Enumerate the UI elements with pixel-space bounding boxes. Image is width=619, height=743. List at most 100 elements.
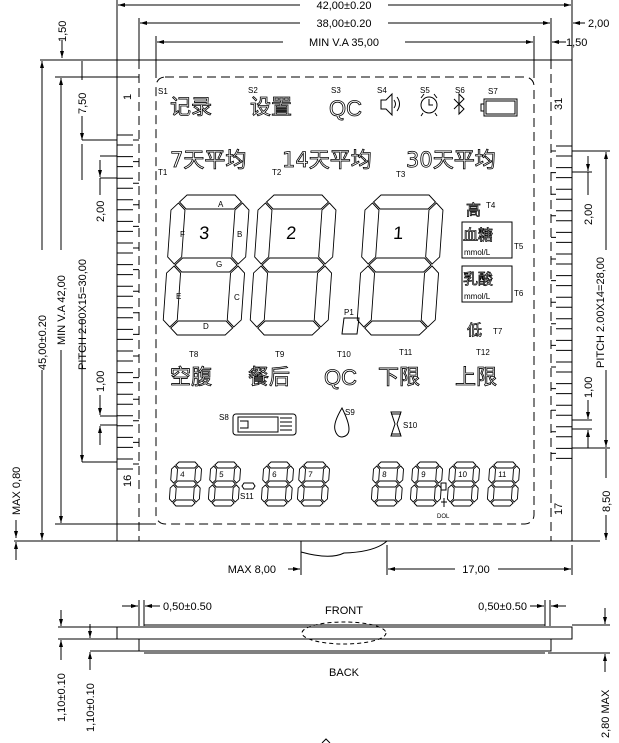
pin-pads bbox=[116, 134, 573, 470]
segment-g bbox=[301, 480, 326, 488]
pin-pad bbox=[116, 156, 139, 168]
s10-label: S10 bbox=[403, 421, 418, 430]
segment-g bbox=[375, 480, 400, 488]
row3-labels: T8 空腹 T9 餐后 T10 QC T11 下限 T12 上限 bbox=[170, 348, 498, 390]
digit-label: 3 bbox=[199, 223, 210, 243]
segment-c bbox=[394, 484, 403, 503]
segment-b bbox=[396, 465, 404, 484]
segment-g bbox=[414, 480, 439, 488]
digit-label: 4 bbox=[180, 470, 186, 479]
segment-d bbox=[300, 499, 324, 507]
digit-label: 11 bbox=[498, 470, 507, 479]
pin-pad bbox=[116, 350, 139, 362]
segment-c bbox=[470, 484, 479, 503]
segment-b bbox=[425, 202, 444, 265]
segment-f bbox=[488, 465, 496, 484]
digit-label: 5 bbox=[219, 470, 225, 479]
segment-f bbox=[262, 465, 270, 484]
pin-pad bbox=[116, 134, 139, 146]
digit-label: 1 bbox=[393, 223, 404, 243]
segment-d bbox=[257, 320, 321, 336]
segment-g bbox=[368, 257, 432, 273]
pin-pad bbox=[551, 275, 573, 287]
segment-g bbox=[451, 480, 476, 488]
segment-d bbox=[364, 320, 428, 336]
back-label: BACK bbox=[329, 667, 360, 679]
segment-d bbox=[450, 499, 474, 507]
pin-pad bbox=[116, 242, 139, 254]
segment-b bbox=[512, 465, 520, 484]
pin-17-label: 17 bbox=[553, 503, 565, 515]
digit-label: 10 bbox=[458, 470, 468, 479]
pin-pad bbox=[116, 285, 139, 297]
small-digit-10: 10 bbox=[446, 461, 480, 507]
segment-a bbox=[416, 461, 440, 469]
pin-pad bbox=[551, 210, 573, 222]
big-digit-1: 1 bbox=[356, 194, 444, 336]
t1-label: T1 bbox=[158, 168, 168, 177]
pin-pad bbox=[551, 339, 573, 351]
right-view-offset-dim: 1,50 bbox=[566, 37, 587, 49]
segment-a bbox=[267, 461, 291, 469]
row2-averages: T1 7天平均 T2 14天平均 T3 30天平均 bbox=[158, 148, 496, 179]
segment-c bbox=[433, 484, 442, 503]
caret-mark bbox=[321, 738, 331, 743]
top-view-offset-dim: 7,50 bbox=[77, 93, 89, 114]
s1-label: S1 bbox=[158, 87, 168, 96]
segment-g bbox=[174, 257, 238, 273]
row4-icons: S8 S9 S10 bbox=[219, 406, 418, 438]
segment-a bbox=[493, 461, 517, 469]
view-height-dim: MIN V.A 42,00 bbox=[56, 275, 68, 345]
pin-pad bbox=[116, 458, 139, 470]
segment-d bbox=[490, 499, 514, 507]
left-pad-pitch-dim: 2,00 bbox=[95, 201, 107, 222]
bluetooth-icon bbox=[453, 92, 465, 116]
segment-g-label: G bbox=[216, 260, 222, 269]
digit-label: 7 bbox=[308, 470, 314, 479]
top-offset-dim: 1,50 bbox=[57, 21, 69, 42]
bottom-glass bbox=[138, 638, 552, 652]
segment-g bbox=[265, 480, 290, 488]
view-area bbox=[155, 76, 535, 525]
left-pad-width-dim: 1,00 bbox=[95, 371, 107, 392]
bottom-dimensions: MAX 8,00 17,00 bbox=[228, 545, 573, 576]
segment-a bbox=[175, 461, 199, 469]
small-digit-8: 8 bbox=[370, 461, 404, 507]
segment-e bbox=[446, 484, 455, 503]
segment-c bbox=[320, 484, 329, 503]
avg-7-day-label: 7天平均 bbox=[170, 148, 246, 172]
right-column-indicators: 高 T4 血糖 mmol/L T5 乳酸 mmol/L T6 低 T7 bbox=[461, 201, 524, 339]
glass-thickness-1-dim: 1,10±0.10 bbox=[56, 673, 68, 722]
segment-a bbox=[453, 461, 477, 469]
t8-label: T8 bbox=[189, 350, 199, 359]
pin-1-label: 1 bbox=[122, 94, 134, 100]
segment-d bbox=[172, 499, 196, 507]
t3-label: T3 bbox=[396, 170, 406, 179]
t4-label: T4 bbox=[486, 201, 496, 210]
overall-height-dim: 45,00±0.20 bbox=[37, 315, 49, 370]
pin-pad bbox=[116, 307, 139, 319]
t5-label: T5 bbox=[514, 242, 524, 251]
flex-tail bbox=[300, 540, 388, 557]
segment-d bbox=[211, 499, 235, 507]
t7-label: T7 bbox=[493, 327, 503, 336]
segment-f bbox=[167, 202, 186, 265]
s9-label: S9 bbox=[345, 408, 355, 417]
segment-b bbox=[231, 202, 250, 265]
big-digit-3-segment-labels: A B C D E F G bbox=[176, 200, 242, 331]
segment-g bbox=[491, 480, 516, 488]
max-left-dim: MAX 0,80 bbox=[11, 467, 23, 515]
lactate-label: 乳酸 bbox=[463, 270, 493, 288]
tail-width-dim: MAX 8,00 bbox=[228, 564, 276, 576]
pin-pad bbox=[116, 393, 139, 405]
segment-a-label: A bbox=[218, 200, 224, 209]
hourglass-icon bbox=[390, 411, 402, 437]
pin-pad bbox=[116, 436, 139, 448]
pin-pad bbox=[116, 199, 139, 211]
segment-d bbox=[170, 320, 234, 336]
glass-thickness-2-dim: 1,10±0.10 bbox=[85, 683, 97, 732]
digit-label: 6 bbox=[272, 470, 278, 479]
segment-d bbox=[413, 499, 437, 507]
segment-g bbox=[261, 257, 325, 273]
battery-icon bbox=[480, 98, 518, 117]
